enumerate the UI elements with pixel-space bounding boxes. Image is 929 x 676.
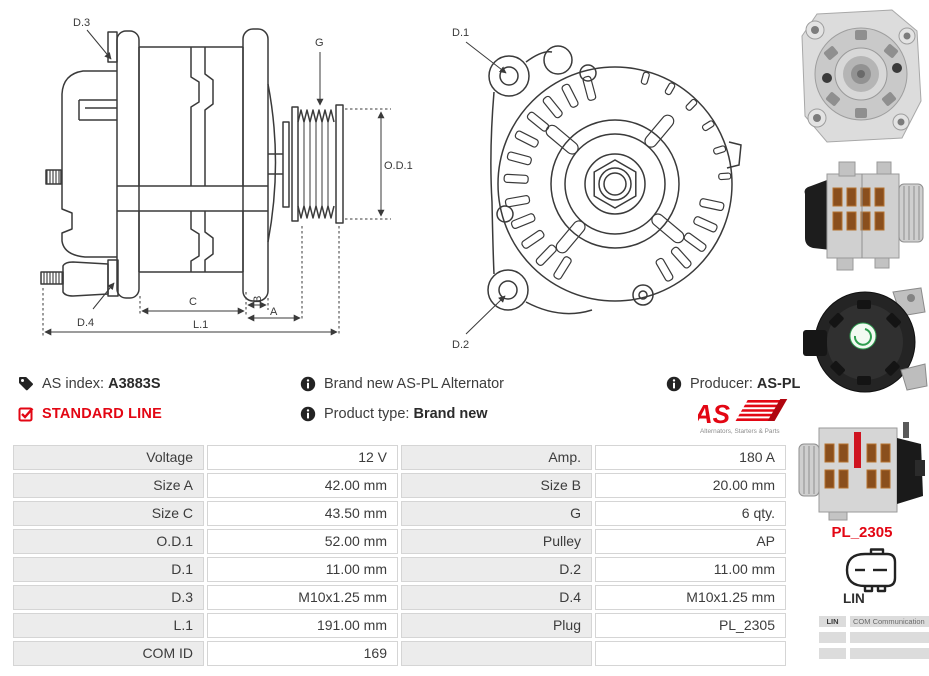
plug-code-label: PL_2305 bbox=[831, 524, 893, 541]
spec-label-cell bbox=[401, 641, 592, 666]
spec-label-cell: Size A bbox=[13, 473, 204, 498]
spec-value-cell: 43.50 mm bbox=[207, 501, 398, 526]
info-icon bbox=[300, 406, 316, 422]
label-a: A bbox=[270, 306, 278, 318]
spec-value-cell bbox=[595, 641, 786, 666]
as-index-field: AS index: A3883S bbox=[18, 376, 161, 392]
product-photo-side-view[interactable] bbox=[795, 148, 929, 282]
spec-row: COM ID 169 bbox=[13, 641, 786, 666]
label-d4: D.4 bbox=[77, 317, 94, 329]
as-index-label: AS index: bbox=[42, 376, 105, 392]
product-type-value: Brand new bbox=[413, 406, 488, 422]
standard-line-label: STANDARD LINE bbox=[42, 406, 162, 422]
spec-label-cell: O.D.1 bbox=[13, 529, 204, 554]
spec-value-cell: 11.00 mm bbox=[207, 557, 398, 582]
plug-info-table: LIN COM Communication bbox=[819, 616, 929, 664]
plug-table-value: COM Communication bbox=[850, 616, 929, 627]
spec-value-cell: 20.00 mm bbox=[595, 473, 786, 498]
spec-row: D.3 M10x1.25 mm D.4 M10x1.25 mm bbox=[13, 585, 786, 610]
spec-label-cell: D.2 bbox=[401, 557, 592, 582]
label-od1: O.D.1 bbox=[384, 160, 413, 172]
plug-table-row bbox=[819, 648, 929, 659]
spec-value-cell: 6 qty. bbox=[595, 501, 786, 526]
as-pl-logo: AS Alternators, Starters & Parts bbox=[698, 399, 788, 435]
spec-table: Voltage 12 V Amp. 180 A Size A 42.00 mm … bbox=[10, 442, 789, 669]
label-g: G bbox=[315, 37, 324, 49]
spec-label-cell: G bbox=[401, 501, 592, 526]
product-photo-rear-view[interactable] bbox=[795, 284, 929, 396]
product-photo-side-view-plug[interactable] bbox=[795, 418, 929, 521]
spec-row: L.1 191.00 mm Plug PL_2305 bbox=[13, 613, 786, 638]
spec-label-cell: Amp. bbox=[401, 445, 592, 470]
label-b: B bbox=[252, 296, 264, 303]
plug-table-row: LIN COM Communication bbox=[819, 616, 929, 627]
spec-label-cell: COM ID bbox=[13, 641, 204, 666]
spec-row: Size C 43.50 mm G 6 qty. bbox=[13, 501, 786, 526]
info-icon bbox=[300, 376, 316, 392]
spec-value-cell: 191.00 mm bbox=[207, 613, 398, 638]
label-d1: D.1 bbox=[452, 27, 469, 39]
dimension-labels: D.3 G O.D.1 D.4 C B A L.1 bbox=[73, 17, 413, 331]
label-d2: D.2 bbox=[452, 339, 469, 351]
brand-new-text: Brand new AS-PL Alternator bbox=[324, 376, 505, 392]
plug-table-value bbox=[850, 648, 929, 659]
label-c: C bbox=[189, 296, 197, 308]
spec-label-cell: Plug bbox=[401, 613, 592, 638]
spec-value-cell: AP bbox=[595, 529, 786, 554]
product-type-field: Product type: Brand new bbox=[300, 406, 488, 422]
spec-label-cell: Size C bbox=[13, 501, 204, 526]
spec-value-cell: PL_2305 bbox=[595, 613, 786, 638]
spec-value-cell: 180 A bbox=[595, 445, 786, 470]
product-photo-front-view[interactable] bbox=[797, 6, 925, 146]
standard-line-field: STANDARD LINE bbox=[18, 406, 162, 422]
spec-row: Voltage 12 V Amp. 180 A bbox=[13, 445, 786, 470]
spec-label-cell: L.1 bbox=[13, 613, 204, 638]
technical-drawing-side-view: D.3 G O.D.1 D.4 C B A L.1 bbox=[40, 17, 413, 336]
shaft-nut bbox=[593, 159, 637, 209]
producer-value: AS-PL bbox=[756, 376, 801, 392]
plug-table-key: LIN bbox=[819, 616, 846, 627]
plug-table-row bbox=[819, 632, 929, 643]
producer-label: Producer: bbox=[690, 376, 753, 392]
spec-value-cell: M10x1.25 mm bbox=[595, 585, 786, 610]
spec-label-cell: D.1 bbox=[13, 557, 204, 582]
as-index-value: A3883S bbox=[108, 376, 161, 392]
tag-icon bbox=[19, 377, 33, 391]
spec-value-cell: 169 bbox=[207, 641, 398, 666]
technical-drawing-front-view: D.1 D.2 bbox=[452, 27, 742, 351]
label-l1: L.1 bbox=[193, 319, 208, 331]
spec-value-cell: 52.00 mm bbox=[207, 529, 398, 554]
spec-label-cell: Pulley bbox=[401, 529, 592, 554]
alternator-side-outline bbox=[40, 28, 344, 302]
spec-label-cell: D.4 bbox=[401, 585, 592, 610]
spec-label-cell: D.3 bbox=[13, 585, 204, 610]
plug-type-label: LIN bbox=[843, 591, 865, 606]
spec-label-cell: Voltage bbox=[13, 445, 204, 470]
info-icon bbox=[666, 376, 682, 392]
checked-checkbox-icon bbox=[18, 407, 34, 422]
spec-value-cell: 42.00 mm bbox=[207, 473, 398, 498]
spec-value-cell: 12 V bbox=[207, 445, 398, 470]
spec-value-cell: 11.00 mm bbox=[595, 557, 786, 582]
alternator-front-outline bbox=[487, 45, 742, 315]
plug-connector-diagram bbox=[845, 548, 897, 593]
brand-new-field: Brand new AS-PL Alternator bbox=[300, 376, 504, 392]
plug-table-key bbox=[819, 632, 846, 643]
producer-field: Producer: AS-PL bbox=[666, 376, 800, 392]
logo-text: AS bbox=[698, 399, 731, 429]
front-dimension-lines bbox=[465, 41, 507, 335]
dimension-lines bbox=[42, 29, 391, 336]
plug-table-value bbox=[850, 632, 929, 643]
plug-table-key bbox=[819, 648, 846, 659]
spec-row: O.D.1 52.00 mm Pulley AP bbox=[13, 529, 786, 554]
spec-value-cell: M10x1.25 mm bbox=[207, 585, 398, 610]
label-d3: D.3 bbox=[73, 17, 90, 29]
spec-row: D.1 11.00 mm D.2 11.00 mm bbox=[13, 557, 786, 582]
product-type-label: Product type: bbox=[324, 406, 410, 422]
logo-tagline: Alternators, Starters & Parts bbox=[700, 428, 780, 435]
spec-row: Size A 42.00 mm Size B 20.00 mm bbox=[13, 473, 786, 498]
spec-label-cell: Size B bbox=[401, 473, 592, 498]
